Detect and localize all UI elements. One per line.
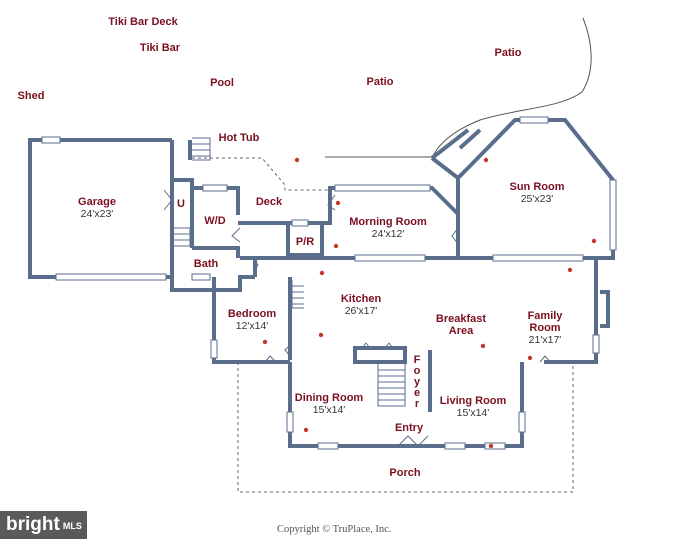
label-entry: Entry: [394, 422, 424, 434]
light-dots: [262, 157, 597, 449]
windows: [41, 116, 617, 450]
foyer-letter: y: [413, 376, 421, 388]
porch-outline: [237, 362, 574, 493]
doors: [163, 189, 551, 447]
label-shed: Shed: [17, 90, 45, 102]
label-powder-room: P/R: [295, 236, 315, 248]
service-wall: [170, 140, 255, 292]
label-porch: Porch: [389, 467, 421, 479]
bedroom-dimensions: 12'x14': [235, 320, 269, 332]
label-tiki-bar: Tiki Bar: [139, 42, 181, 54]
sun-room-dimensions: 25'x23': [520, 193, 554, 205]
garage-dimensions: 24'x23': [80, 208, 114, 220]
living-room-dimensions: 15'x14': [456, 407, 490, 419]
label-patio-right: Patio: [494, 47, 522, 59]
foyer-letter: F: [413, 354, 421, 366]
stairs: [174, 137, 406, 407]
dining-room-dimensions: 15'x14': [312, 404, 346, 416]
copyright-text: Copyright © TruPlace, Inc.: [277, 524, 392, 535]
foyer-letter: e: [413, 387, 421, 399]
main-east-wall: [544, 258, 598, 364]
label-deck: Deck: [255, 196, 283, 208]
bedroom-wall: [212, 277, 290, 364]
label-laundry: W/D: [204, 215, 226, 227]
brand-name: bright: [6, 514, 60, 535]
kitchen-dimensions: 26'x17': [344, 305, 378, 317]
label-patio-center: Patio: [366, 76, 394, 88]
patio-curve: [431, 17, 592, 159]
label-pool: Pool: [210, 77, 234, 89]
label-bath: Bath: [193, 258, 219, 270]
exterior-outlines: [192, 157, 574, 493]
label-utility: U: [177, 198, 185, 210]
family-room-dimensions: 21'x17': [528, 334, 562, 346]
morning-room-dimensions: 24'x12': [371, 228, 405, 240]
label-hot-tub: Hot Tub: [218, 132, 260, 144]
foyer-letter: o: [413, 365, 421, 377]
foyer-letter: r: [414, 398, 420, 410]
label-breakfast-area: Breakfast Area: [435, 313, 487, 337]
brand-suffix: MLS: [62, 521, 82, 531]
label-tiki-bar-deck: Tiki Bar Deck: [108, 16, 178, 28]
main-south-wall: [288, 362, 524, 448]
